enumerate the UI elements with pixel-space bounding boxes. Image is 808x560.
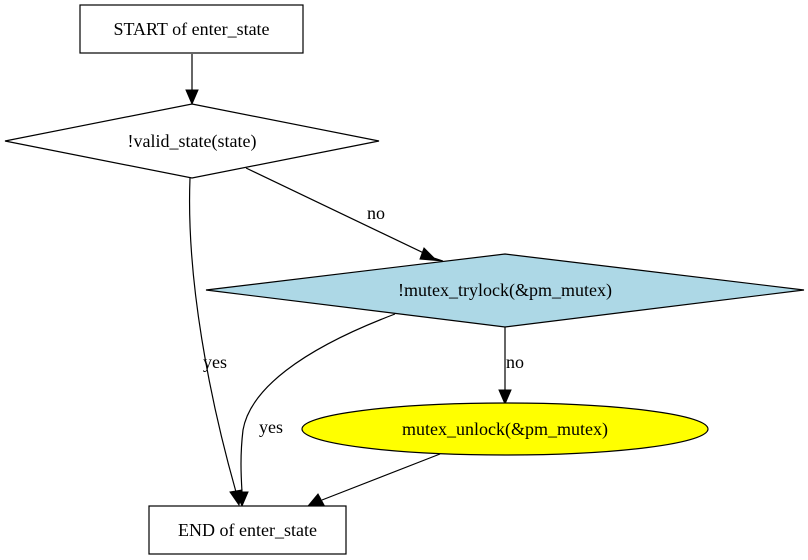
edge-trylock-to-end-yes: yes	[235, 313, 396, 508]
node-start[interactable]: START of enter_state	[79, 4, 304, 54]
start-label: START of enter_state	[113, 19, 269, 39]
node-unlock[interactable]: mutex_unlock(&pm_mutex)	[301, 402, 709, 456]
valid-check-diamond	[4, 103, 380, 179]
node-valid-check[interactable]: !valid_state(state)	[4, 103, 380, 179]
unlock-ellipse	[301, 402, 709, 456]
trylock-check-diamond	[205, 253, 805, 328]
edge-valid-check-to-trylock-no: no	[245, 167, 444, 262]
node-trylock-check[interactable]: !mutex_trylock(&pm_mutex)	[205, 253, 805, 328]
end-label: END of enter_state	[178, 520, 317, 540]
edge-label-no-2: no	[506, 352, 524, 372]
trylock-check-label: !mutex_trylock(&pm_mutex)	[398, 280, 612, 301]
edge-unlock-to-end	[306, 453, 441, 507]
start-box	[79, 4, 304, 54]
node-end[interactable]: END of enter_state	[148, 505, 347, 555]
edge-label-yes-1: yes	[203, 352, 227, 372]
valid-check-label: !valid_state(state)	[128, 131, 257, 152]
end-box	[148, 505, 347, 555]
edge-label-no-1: no	[367, 203, 385, 223]
edge-start-to-valid-check	[185, 54, 199, 106]
unlock-label: mutex_unlock(&pm_mutex)	[402, 419, 608, 440]
edge-trylock-to-unlock-no: no	[498, 327, 524, 406]
edge-valid-check-to-end-yes: yes	[188, 177, 243, 507]
edge-label-yes-2: yes	[259, 417, 283, 437]
